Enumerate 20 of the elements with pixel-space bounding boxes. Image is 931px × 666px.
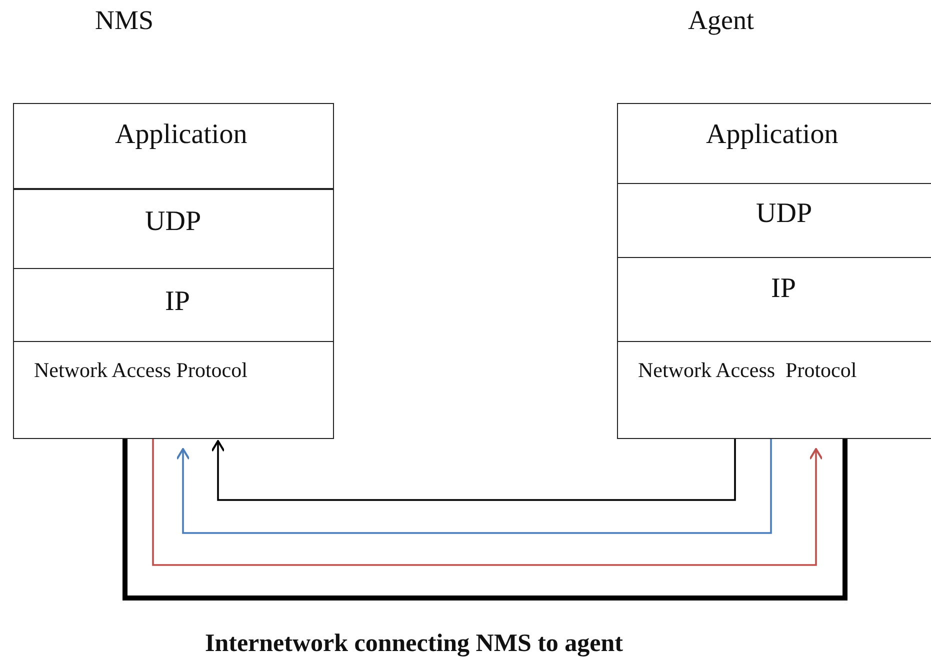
stack-heading: Agent: [688, 5, 754, 36]
arrow: [176, 439, 772, 534]
layer-name: Network Access Protocol: [34, 358, 248, 383]
protocol-layer-box: [617, 341, 931, 439]
protocol-layer-box: [13, 341, 334, 439]
protocol-layer-box: [13, 268, 334, 342]
protocol-layer-box: [617, 103, 931, 184]
stack-heading: NMS: [95, 5, 154, 36]
layer-name: Application: [706, 119, 838, 151]
layer-name: UDP: [145, 206, 202, 238]
protocol-layer-box: [13, 103, 334, 189]
protocol-layer-box: [13, 189, 334, 269]
layer-name: IP: [771, 273, 796, 305]
layer-name: UDP: [756, 198, 812, 230]
network-line: [122, 439, 848, 600]
arrow: [152, 439, 823, 566]
arrow: [211, 439, 736, 501]
layer-name: IP: [165, 286, 190, 318]
layer-name: Network Access Protocol: [638, 358, 857, 383]
layer-name: Application: [115, 119, 248, 151]
